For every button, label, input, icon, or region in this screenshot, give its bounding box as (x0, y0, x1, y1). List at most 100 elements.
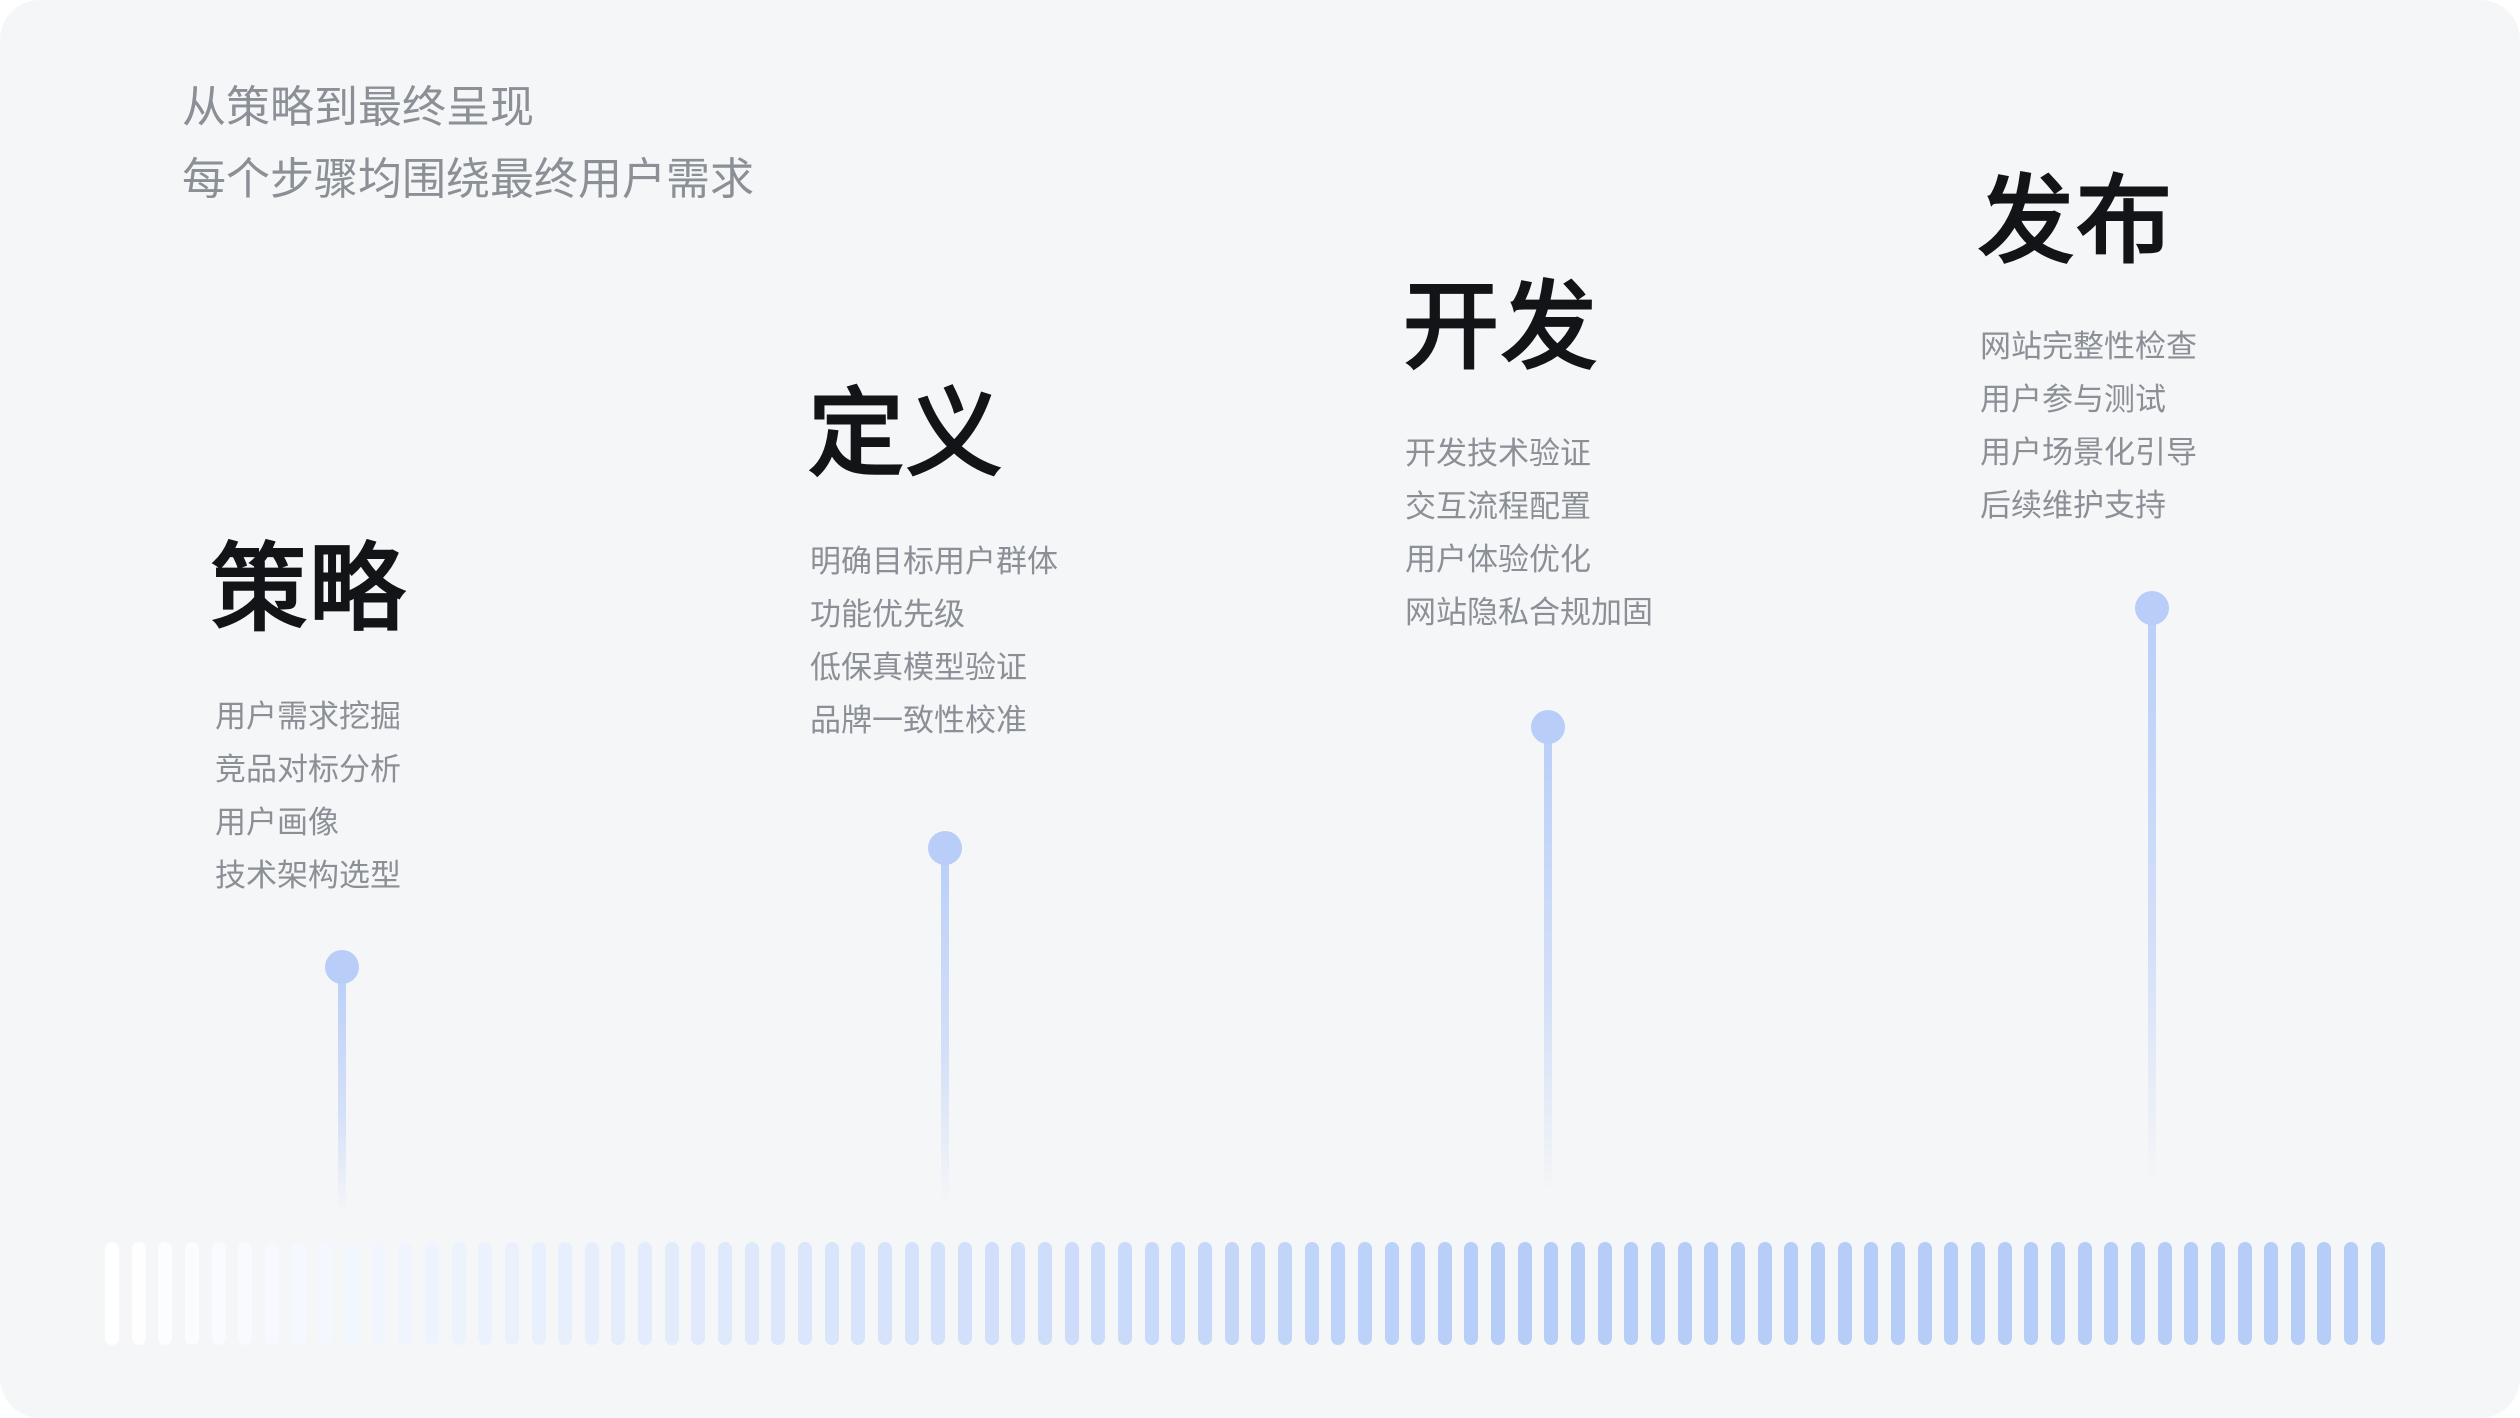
equalizer-bar (1597, 1242, 1612, 1345)
equalizer-bar (1491, 1242, 1506, 1345)
equalizer-bar (211, 1242, 226, 1345)
equalizer-bar (238, 1242, 253, 1345)
equalizer-bar (878, 1242, 893, 1345)
equalizer-bar (1944, 1242, 1959, 1345)
equalizer-bar (1197, 1242, 1212, 1345)
stage-item: 品牌一致性校准 (810, 703, 1027, 738)
stage-item-list: 开发技术验证 交互流程配置 用户体验优化 网站隐私合规加固 (1405, 427, 1653, 639)
equalizer-bar (531, 1242, 546, 1345)
stage-item: 用户体验优化 (1405, 542, 1591, 577)
stage-item: 交互流程配置 (1405, 489, 1591, 524)
pin-stem (2148, 603, 2156, 1235)
equalizer-bar (2130, 1242, 2145, 1345)
equalizer-bar (1890, 1242, 1905, 1345)
equalizer-bar (1304, 1242, 1319, 1345)
stage-title: 定义 (808, 381, 1004, 488)
stage-title: 策略 (211, 536, 407, 643)
stage-item-list: 用户需求挖掘 竞品对标分析 用户画像 技术架构选型 (215, 690, 401, 902)
equalizer-bar (291, 1242, 306, 1345)
pin-stem (338, 962, 346, 1235)
stage-item: 后续维护支持 (1980, 488, 2166, 523)
equalizer-bar (371, 1242, 386, 1345)
equalizer-bar (1117, 1242, 1132, 1345)
equalizer-bar (1544, 1242, 1559, 1345)
pin-stem (1544, 722, 1552, 1235)
page-subtitle: 从策略到最终呈现 每个步骤均围绕最终用户需求 (182, 83, 754, 204)
equalizer-bar (478, 1242, 493, 1345)
stage-item: 明确目标用户群体 (810, 544, 1058, 579)
equalizer-bar (851, 1242, 866, 1345)
equalizer-bar (2104, 1242, 2119, 1345)
stage-item: 功能优先级 (810, 597, 965, 632)
equalizer-bar (1064, 1242, 1079, 1345)
stage-item: 用户画像 (215, 805, 339, 840)
equalizer-bar (451, 1242, 466, 1345)
equalizer-bar (1624, 1242, 1639, 1345)
equalizer-bar (1037, 1242, 1052, 1345)
equalizer-bar (958, 1242, 972, 1345)
equalizer-bar (1171, 1242, 1186, 1345)
equalizer-bar (504, 1242, 519, 1345)
equalizer-bar (771, 1242, 786, 1345)
equalizer-bar (2290, 1242, 2305, 1345)
equalizer-bar (611, 1242, 626, 1345)
stage-item: 用户场景化引导 (1980, 435, 2197, 470)
pin-dot-icon (325, 950, 359, 984)
equalizer-bar (904, 1242, 919, 1345)
stage-item-list: 网站完整性检查 用户参与测试 用户场景化引导 后续维护支持 (1980, 320, 2197, 532)
equalizer-bar (398, 1242, 413, 1345)
equalizer-bar (2210, 1242, 2225, 1345)
equalizer-bar (931, 1242, 946, 1345)
equalizer-bar (1411, 1242, 1426, 1345)
stage-item: 开发技术验证 (1405, 436, 1591, 471)
equalizer-bar (1917, 1242, 1932, 1345)
equalizer-bar (1224, 1242, 1239, 1345)
equalizer-bar (158, 1242, 173, 1345)
equalizer-bar (1331, 1242, 1346, 1345)
equalizer-bar (2024, 1242, 2039, 1345)
equalizer-bar (744, 1242, 759, 1345)
equalizer-bar (1997, 1242, 2012, 1345)
equalizer-bar (131, 1242, 146, 1345)
equalizer-bar (1571, 1242, 1586, 1345)
equalizer-bar (2077, 1242, 2092, 1345)
equalizer-bar (1811, 1242, 1825, 1345)
equalizer-bar (2344, 1242, 2359, 1345)
stage-item: 技术架构选型 (215, 858, 401, 893)
stage-item-list: 明确目标用户群体 功能优先级 低保真模型验证 品牌一致性校准 (810, 535, 1058, 747)
equalizer-bar (984, 1242, 999, 1345)
stage-item: 竞品对标分析 (215, 752, 401, 787)
equalizer-bar (718, 1242, 733, 1345)
equalizer-bar (558, 1242, 573, 1345)
stage-title: 发布 (1978, 168, 2174, 275)
equalizer-bar (1091, 1242, 1106, 1345)
equalizer-bar (2317, 1242, 2332, 1345)
equalizer-bar (424, 1242, 439, 1345)
equalizer-bar (2184, 1242, 2199, 1345)
equalizer-bar (1731, 1242, 1746, 1345)
equalizer-bar (1011, 1242, 1026, 1345)
equalizer-bar (1970, 1242, 1985, 1345)
equalizer-bar (1251, 1242, 1266, 1345)
equalizer-bar (318, 1242, 333, 1345)
equalizer-bar (1757, 1242, 1772, 1345)
equalizer-bar (1651, 1242, 1666, 1345)
equalizer-bar (1144, 1242, 1159, 1345)
equalizer-bar (1704, 1242, 1719, 1345)
stage-item: 用户参与测试 (1980, 382, 2166, 417)
equalizer-bar (824, 1242, 839, 1345)
equalizer-bar (1277, 1242, 1292, 1345)
equalizer-bar (105, 1242, 119, 1345)
equalizer-bar (1384, 1242, 1399, 1345)
equalizer-bar (1864, 1242, 1879, 1345)
stage-item: 用户需求挖掘 (215, 699, 401, 734)
pin-dot-icon (928, 831, 962, 865)
stage-item: 低保真模型验证 (810, 650, 1027, 685)
equalizer-strip (105, 1242, 2385, 1345)
equalizer-bar (1464, 1242, 1479, 1345)
stage-title: 开发 (1403, 274, 1599, 381)
equalizer-bar (2157, 1242, 2172, 1345)
equalizer-bar (1437, 1242, 1452, 1345)
equalizer-bar (1517, 1242, 1532, 1345)
